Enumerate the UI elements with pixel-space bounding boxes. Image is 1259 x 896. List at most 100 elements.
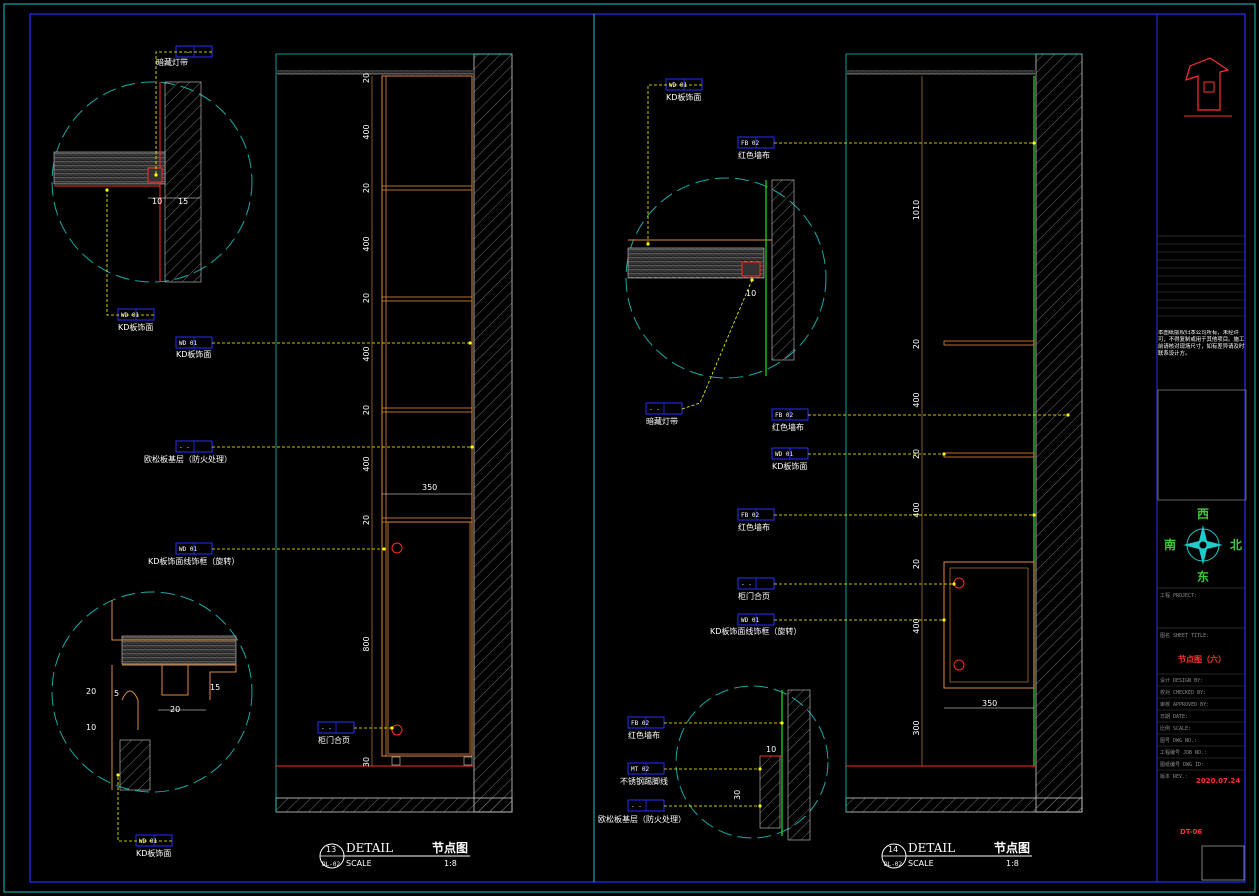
left-width-dimension: 350 [422,483,437,492]
leader-line [155,51,212,175]
title-block-row-label: 图纸编号 DWG ID: [1160,761,1204,768]
tag-label: KD板饰面 [176,349,211,359]
left-detail-title-en: DETAIL [346,841,393,855]
leader-dot [758,767,762,771]
right-callout-dim: 10 [746,289,756,298]
right-detail-number: 14 [888,845,898,854]
hinge-symbol [953,659,965,671]
tag-code: MT 02 [631,766,649,773]
dimension-text: 400 [912,502,921,517]
leader-line [117,775,172,842]
dimension-text: 400 [362,236,371,251]
compass-north: 北 [1230,537,1242,552]
leader-dot [942,618,946,622]
left-scale-label: SCALE [346,859,372,868]
tag-code: WD 01 [139,838,157,845]
leader-dot [646,242,650,246]
leader-line [106,190,154,316]
left-callout-dim: 10 [152,197,162,206]
left-callout-dim: 15 [178,197,188,206]
leader-dot [382,547,386,551]
tag-label: 柜门合页 [738,591,770,601]
design-notes: 本图纸版权归本公司所有，未经许可，不得复制或用于其他项目。施工前请核对现场尺寸，… [1158,330,1245,357]
project-label: 工程 PROJECT: [1160,592,1197,599]
material-tag: - -欧松板基层（防火处理） [598,799,762,824]
title-block-row-label: 审核 APPROVED BY: [1160,701,1209,708]
compass-rose: 西 东 南 北 [1164,507,1242,584]
tag-code: WD 01 [775,451,793,458]
leader-dot [468,341,472,345]
leader-line [681,279,753,410]
right-elevation [845,53,1083,813]
dimension-text: 20 [912,339,921,349]
dimension-text: 20 [362,73,371,83]
tag-code: FB 02 [741,512,759,519]
right-floor-hatch [845,797,1083,813]
left-shelves [381,185,473,523]
leader-dot [758,804,762,808]
leader-dot [942,452,946,456]
tag-label: KD板饰面 [666,92,701,102]
compass-west: 西 [1197,507,1209,521]
tag-label: KD板饰面线饰框（旋转） [148,556,239,566]
title-block-row-label: 比例 SCALE: [1160,725,1191,732]
dimension-text: 300 [912,720,921,735]
tag-code: FB 02 [775,412,793,419]
title-block-row-label: 工程编号 JOB NO.: [1160,749,1207,756]
leader-dot [952,582,956,586]
title-block-row-label: 图号 DWG NO.: [1160,738,1197,744]
tag-label: 暗藏灯带 [156,57,188,67]
tag-label: KD板饰面 [118,322,153,332]
right-callout-dim: 10 [766,745,776,754]
title-block-rows: 设计 DESIGN BY:校对 CHECKED BY:审核 APPROVED B… [1157,673,1245,780]
left-callout-dim: 15 [210,683,220,692]
dimension-text: 400 [362,346,371,361]
tag-code: FB 02 [631,720,649,727]
left-floor-hatch [275,797,513,813]
right-callout-dim: 30 [733,790,742,800]
hinge-symbol [953,577,965,589]
leader-dot [1066,413,1070,417]
dimension-text: 400 [362,124,371,139]
left-lower-door [387,521,471,755]
leader-dot [780,721,784,725]
tag-label: 红色墙布 [772,422,804,432]
title-block-row-label: 版本 REV.: [1160,773,1188,780]
right-width-dimension: 350 [982,699,997,708]
left-callout-dim: 20 [86,687,96,696]
stamp-box [1201,845,1245,881]
right-scale-label: SCALE [908,859,934,868]
tag-label: 红色墙布 [738,522,770,532]
left-callout-top [51,81,253,283]
tag-code: - - [321,725,332,732]
tag-label: 柜门合页 [318,735,350,745]
left-callout-dim: 5 [114,689,119,698]
leader-dot [154,173,158,177]
compass-south: 南 [1164,537,1176,552]
right-detail-title-en: DETAIL [908,841,955,855]
material-tag: - - 柜门合页 [317,721,394,745]
drawing-title-label: 图名 SHEET TITLE: [1160,632,1209,639]
left-ceiling-strip [276,70,474,75]
tag-label: 暗藏灯带 [646,416,678,426]
tag-label: KD板饰面线饰框（旋转） [710,626,801,636]
left-detail-ref: DL-02 [322,861,340,868]
tag-code: WD 01 [179,546,197,553]
dimension-text: 20 [912,449,921,459]
title-block-row-label: 校对 CHECKED BY: [1160,689,1206,696]
hinge-symbol [391,542,403,554]
dimension-text: 20 [362,405,371,415]
left-scale-value: 1:8 [444,859,457,868]
material-tag: - -暗藏灯带 [154,45,213,177]
right-wall-hatch [1035,53,1083,813]
right-detail-ref: DL-02 [884,861,902,868]
shelf-board [381,407,473,413]
leader-line [647,84,702,244]
material-tag: WD 01 KD板饰面线饰框（旋转） [148,542,386,566]
